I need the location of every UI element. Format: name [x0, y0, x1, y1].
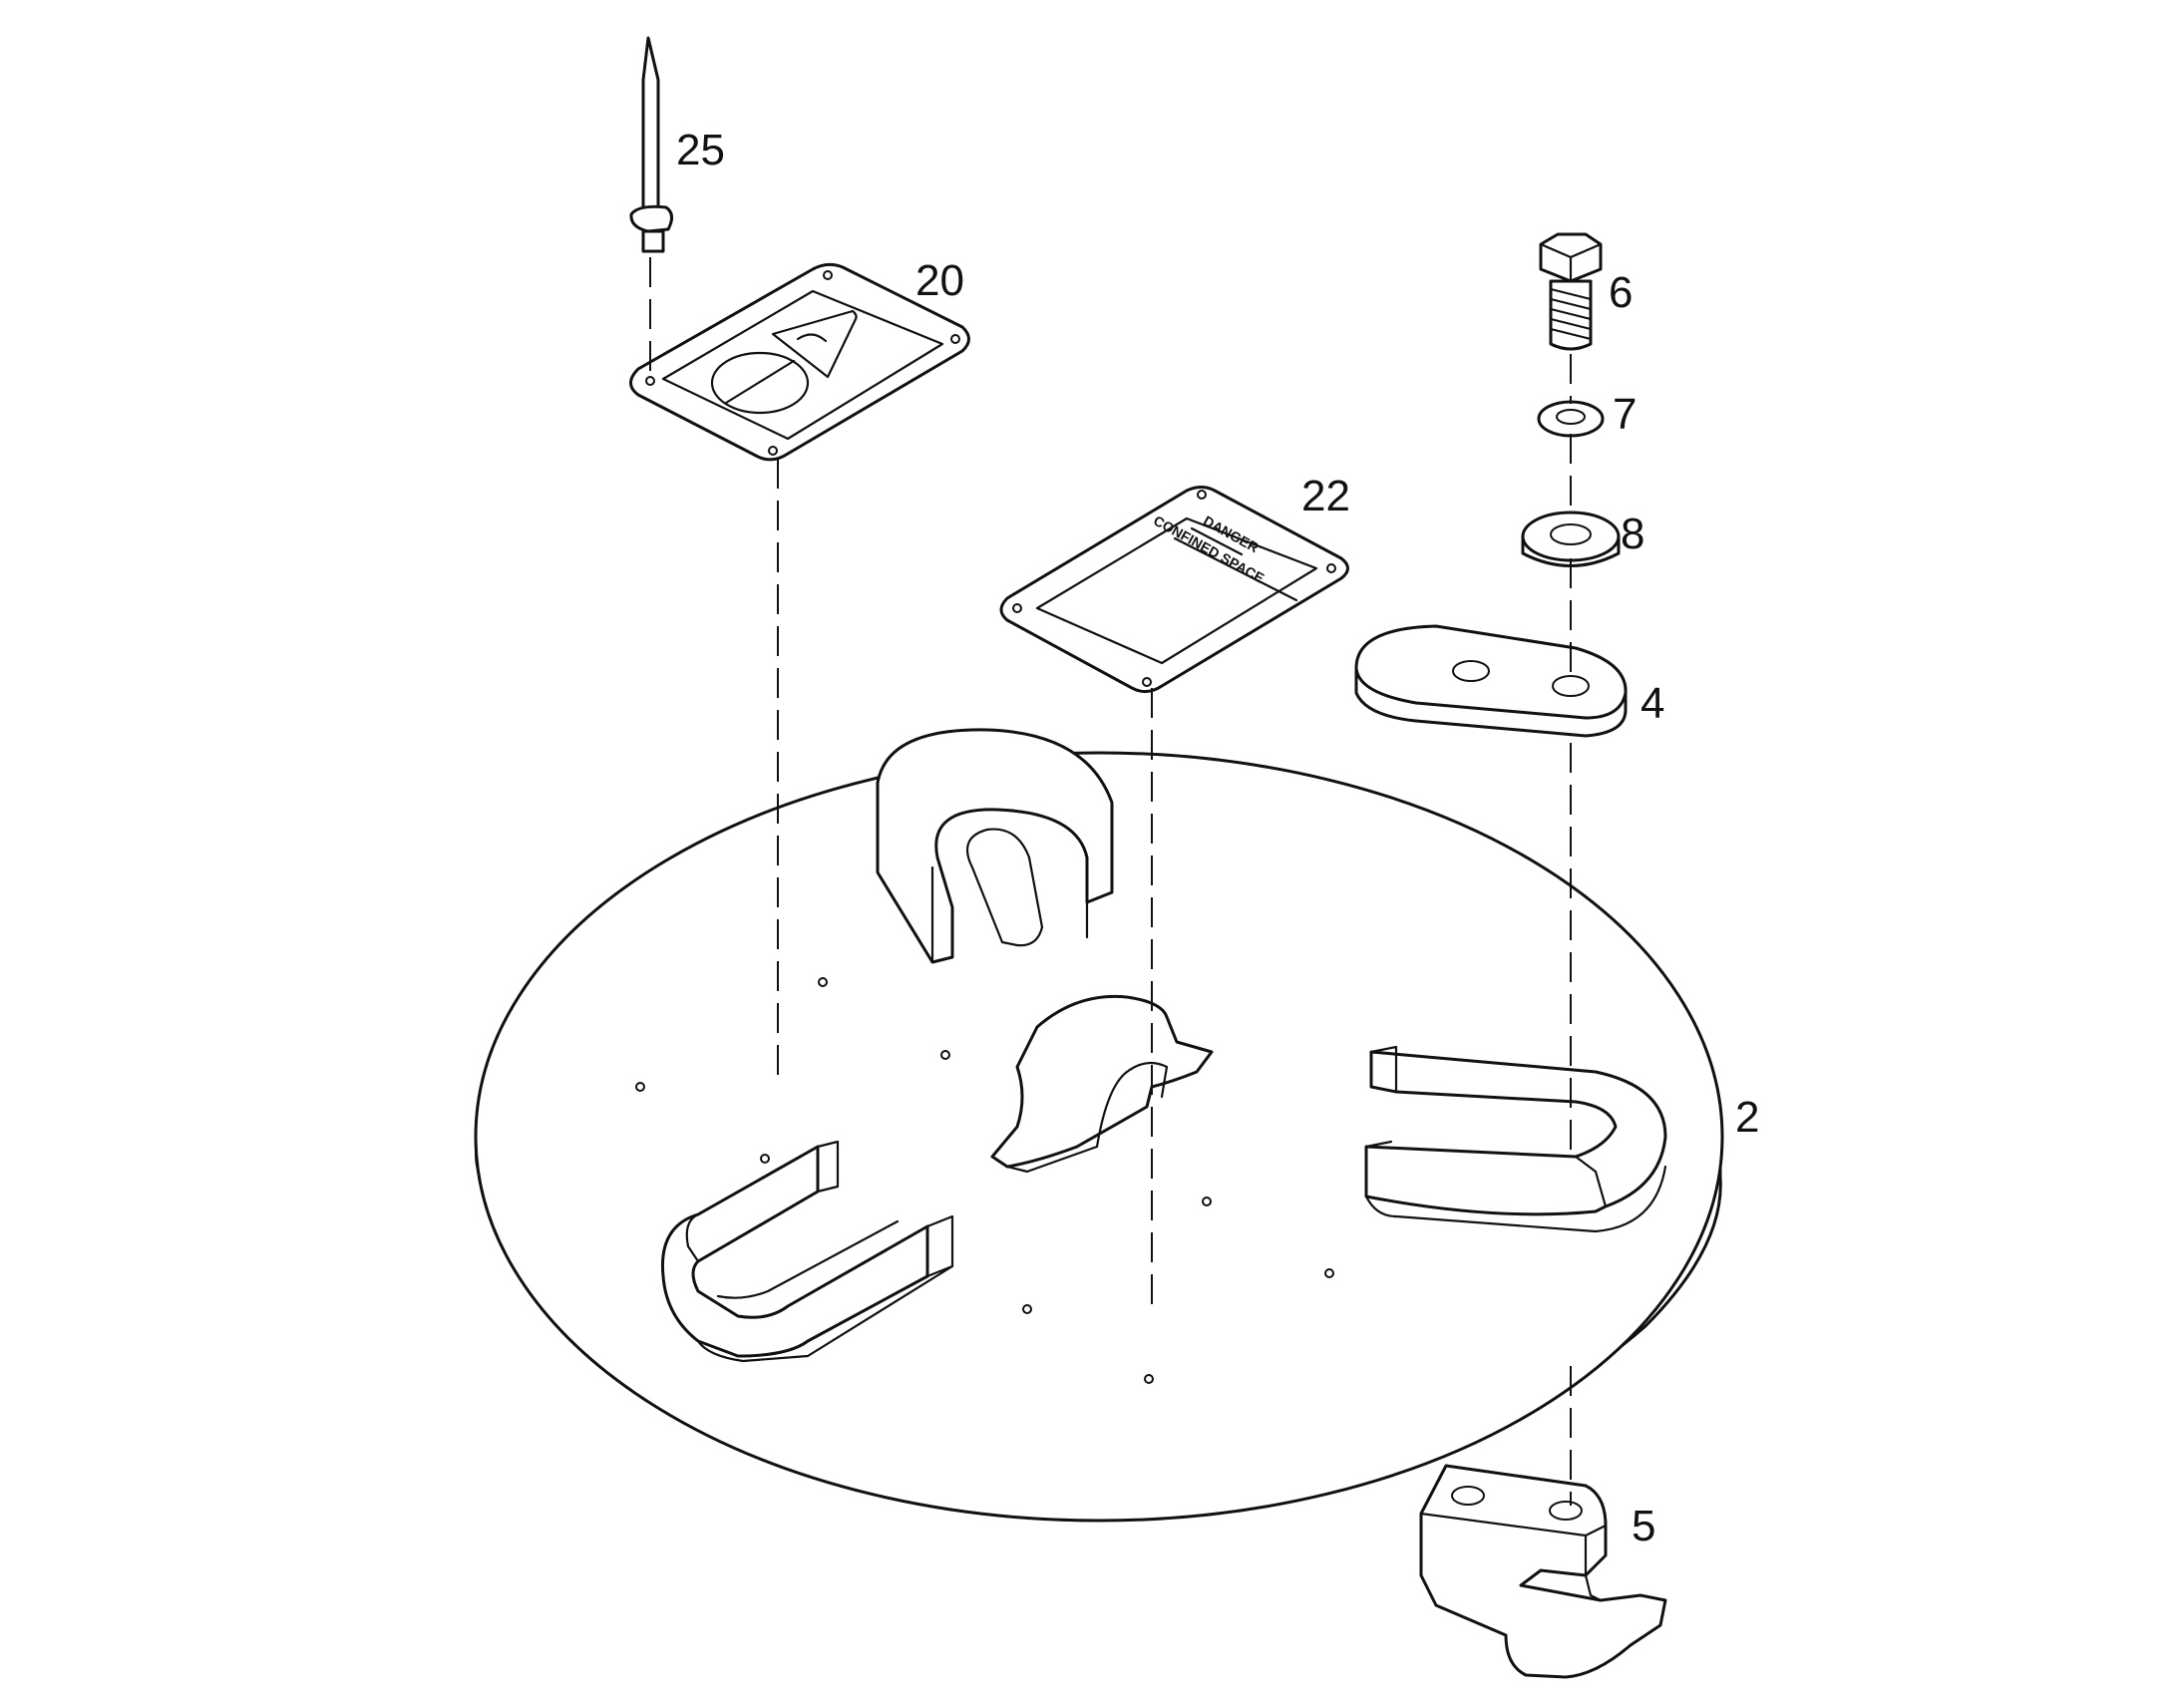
callout-7: 7 — [1613, 390, 1636, 439]
sign-plate-22: DANGER CONFINED SPACE — [999, 486, 1349, 693]
center-hook — [990, 994, 1214, 1174]
callout-2: 2 — [1735, 1093, 1759, 1142]
clamp-5 — [1419, 1464, 1667, 1679]
u-bracket-lower-left — [660, 1140, 954, 1363]
assembly-leaders — [649, 257, 1572, 1506]
u-bracket-right — [1364, 1045, 1667, 1233]
prohibition-icon — [710, 351, 810, 415]
sign-plate-20 — [629, 262, 970, 462]
callout-25: 25 — [676, 126, 725, 174]
washer-7 — [1537, 400, 1605, 438]
callout-8: 8 — [1621, 510, 1644, 558]
callout-22: 22 — [1301, 472, 1350, 520]
callout-6: 6 — [1609, 268, 1633, 317]
callout-labels: 25 20 22 6 7 8 4 2 5 — [676, 126, 1759, 1550]
bolt-6 — [1539, 232, 1603, 351]
warning-triangle-icon — [771, 309, 858, 379]
link-plate-4 — [1354, 624, 1628, 738]
callout-20: 20 — [915, 256, 964, 305]
callout-4: 4 — [1640, 679, 1664, 728]
plate-holes — [635, 977, 1334, 1384]
pin-25 — [629, 36, 673, 253]
u-bracket-upper — [876, 728, 1114, 964]
callout-5: 5 — [1632, 1502, 1655, 1550]
washer-8 — [1521, 511, 1621, 567]
